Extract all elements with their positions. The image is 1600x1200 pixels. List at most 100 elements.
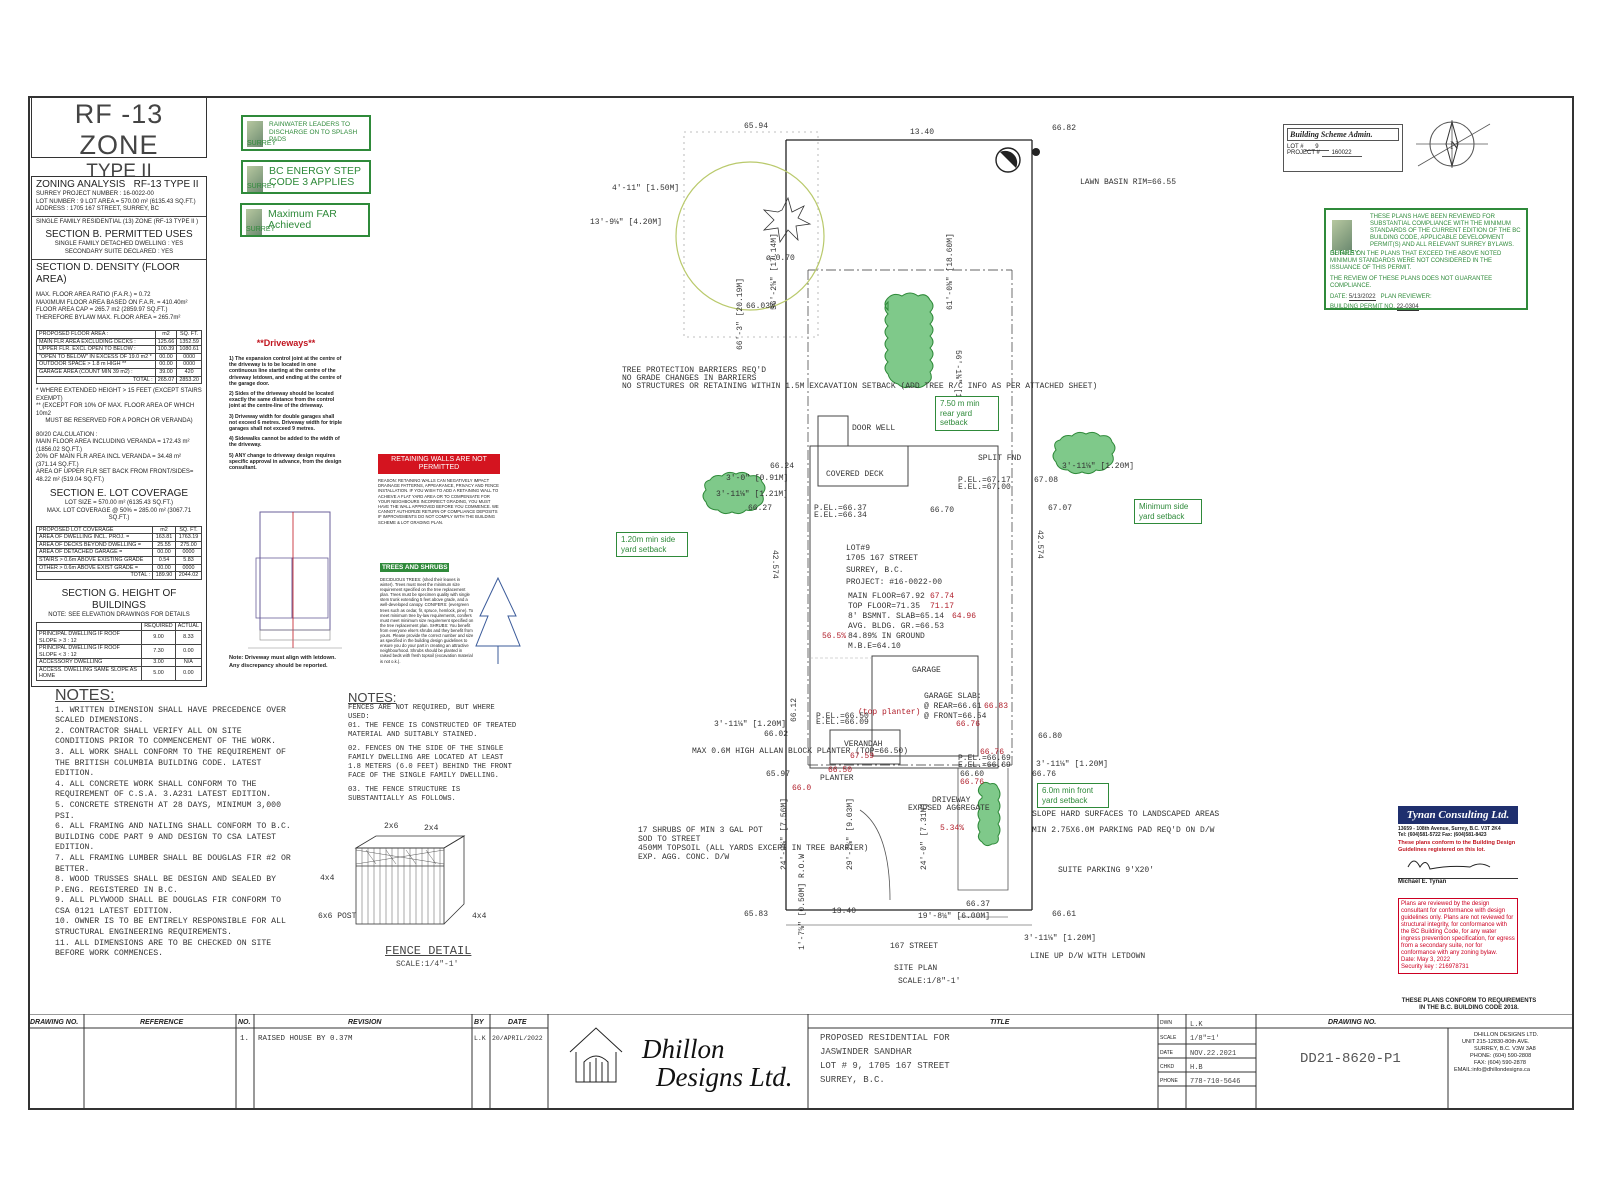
dim-label: 3'-11⅛" [1.21M] [716,490,788,499]
dwn-label: DWN [1160,1020,1172,1026]
elev: P.EL.=66.50 [816,712,869,721]
height-cell: 0.00 [174,665,203,682]
note-item: 6. ALL FRAMING AND NAILING SHALL CONFORM… [55,822,291,853]
scheme-lot-label: LOT # [1287,144,1304,150]
in-ground-new: 56.5% [822,632,846,641]
coverage-cell: 00.00 [152,563,176,573]
elev: P.EL.=66.37 [814,504,867,513]
elev: 66.03W [746,302,775,311]
code-conform-note: THESE PLANS CONFORM TO REQUIREMENTS IN T… [1401,998,1537,1011]
dim-top: 13.40 [910,128,934,137]
floor-cell: 420 [176,367,202,377]
section-b-line: SECONDARY SUITE DECLARED : YES [64,248,174,255]
section-d-line: FLOOR AREA CAP = 265.7 m2 (2859.97 SQ.FT… [36,307,168,313]
dim-right: 42.574 [1035,530,1044,559]
coverage-cell: 0000 [174,548,203,558]
street-label: 167 STREET [890,942,938,951]
coverage-cell: TOTAL : [35,571,154,580]
approval-date-label: DATE: [1330,294,1348,300]
floor-cell: MAIN FLR AREA EXCLUDING DECKS : [36,337,156,347]
exposed-agg-label: EXPOSED AGGREGATE [908,804,990,813]
project-number: PROJECT: #16-0022-00 [846,578,942,587]
far-label: Maximum FAR Achieved [268,208,337,231]
elev: P.EL.=67.17 [958,476,1011,485]
section-d-line: MAXIMUM FLOOR AREA BASED ON F.A.R. = 410… [36,299,188,306]
elev: 66.76 [1032,770,1056,779]
lot-address-1: 1705 167 STREET [846,554,918,563]
surrey-label: SURREY [246,226,276,233]
floor-cell: 00.00 [154,360,178,369]
height-cell: 0.00 [174,644,203,660]
elev: 66.02 [764,730,788,739]
company-info: SURREY, B.C. V3W 3A8 [1474,1046,1536,1052]
coverage-cell: 1763.19 [174,533,203,542]
approval-permit: 22-0304 [1396,304,1419,311]
date: NOV.22.2021 [1190,1050,1236,1058]
company-info: EMAIL:info@dhillondesigns.ca [1454,1067,1531,1073]
split-fnd-label: SPLIT FND [978,454,1021,463]
garage-front-new: 66.76 [956,720,980,729]
drawing-number: DD21-8620-P1 [1300,1051,1401,1067]
dim-bottom: 13.40 [832,907,856,916]
note-item: 7. ALL FRAMING LUMBER SHALL BE DOUGLAS F… [55,853,291,874]
title-line: SURREY, B.C. [820,1075,885,1085]
dim-label: 3'-11⅛" [1.20M] [1036,760,1108,769]
company-info: DHILLON DESIGNS LTD. [1474,1032,1539,1038]
fence-notes: NOTES: FENCES ARE NOT REQUIRED, BUT WHER… [348,691,518,804]
height-cell: PRINCIPAL DWELLING IF ROOF SLOPE > 3 : 1… [35,629,143,646]
date-label: DATE [1160,1050,1174,1056]
tb-header: DRAWING NO. [1328,1019,1376,1026]
title-line: LOT # 9, 1705 167 STREET [820,1061,950,1071]
za-line: ADDRESS : 1705 167 STREET, SURREY, BC [36,206,159,212]
driveway-slope: 5.34% [940,824,964,833]
dim-label: 24'-9⅝" [7.56M] [780,798,789,870]
driveway-rule: 1) The expansion control joint at the ce… [229,356,342,387]
floor-cell: 2853.20 [176,375,202,385]
dim-label: 3'-11⅛" [1.20M] [1062,462,1134,471]
tb-header: REVISION [348,1019,382,1026]
bsmt-new: 64.96 [952,612,976,621]
tynan-tel: Tel: (604)581-5722 Fax: (604)581-8423 [1398,832,1487,838]
zoning-code: RF-13 TYPE II [133,179,199,190]
section-d-line: MAX. FLOOR AREA RATIO (F.A.R.) = 0.72 [36,292,151,298]
surrey-logo-icon [247,166,263,192]
trees-title: TREES AND SHRUBS [380,563,450,572]
elev: 66.37 [966,900,990,909]
trees-panel: TREES AND SHRUBS DECIDUOUS TREES: (shed … [380,556,474,664]
slope-note: SLOPE HARD SURFACES TO LANDSCAPED AREAS [1032,810,1219,819]
tb-header: DRAWING NO. [30,1019,78,1026]
avg-grade: AVG. BLDG. GR.=66.53 [848,622,944,631]
floor-cell: 100.39 [154,345,178,354]
max-far-note: Maximum FAR Achieved SURREY [240,203,370,237]
height-cell: ACCESS. DWELLING SAME SLOPE AS HOME [35,665,143,682]
chkd: H.B [1190,1064,1203,1072]
tynan-date: Date: May 3, 2022 [1401,957,1451,963]
trees-text: DECIDUOUS TREES: (shed their leaves in w… [380,577,474,664]
retaining-text: REASON: RETAINING WALLS CAN NEGATIVELY I… [378,478,499,525]
bsmt-elev: 8' BSMNT. SLAB=65.14 [848,612,944,621]
calc-line: 20% OF MAIN FLR AREA INCL VERANDA = 34.4… [36,454,181,468]
section-b-title: SECTION B. PERMITTED USES [45,229,193,240]
surrey-logo-icon [1332,220,1352,250]
section-b-line: SINGLE FAMILY DETACHED DWELLING : YES [54,241,184,247]
coverage-cell: 00.00 [152,548,176,558]
north-arrow-icon: N [1416,120,1491,168]
tb-header: REFERENCE [140,1019,184,1026]
covered-deck-label: COVERED DECK [826,470,884,479]
building-scheme-stamp: Building Scheme Admin. LOT # 9 PROJECT #… [1283,124,1403,172]
title-line: JASWINDER SANDHAR [820,1047,912,1057]
dim-label: 3'-11⅛" [1.20M] [714,720,786,729]
lawn-basin: LAWN BASIN RIM=66.55 [1080,178,1176,187]
company-info: PHONE: (604) 590-2808 [1470,1053,1531,1059]
scale-label: SCALE [1160,1035,1177,1041]
section-g-title: SECTION G. HEIGHT OF BUILDINGS [61,587,177,611]
coverage-cell: AREA OF DWELLING INCL. PROJ. = [35,533,154,542]
driveway-rule: 4) Sidewalks cannot be added to the widt… [229,436,340,449]
elev: 65.94 [744,122,768,131]
shrub-note: SOD TO STREET [638,835,701,844]
